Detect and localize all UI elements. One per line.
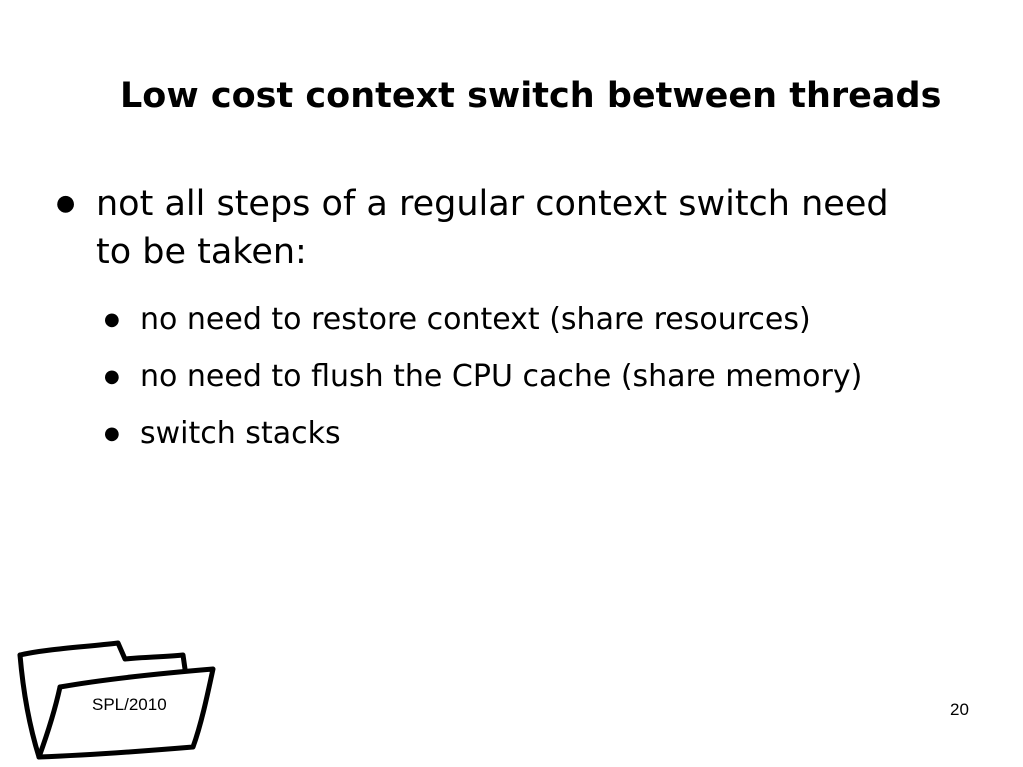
sub-bullet-text: no need to flush the CPU cache (share me… [140, 359, 863, 394]
bullet-dot: ● [56, 191, 76, 216]
sub-bullet-text: no need to restore context (share resour… [140, 302, 811, 337]
sub-bullet-item: ● no need to flush the CPU cache (share … [104, 357, 980, 397]
sub-bullet-item: ● switch stacks [104, 414, 980, 454]
bullet-dot: ● [104, 366, 120, 387]
bullet-dot: ● [104, 423, 120, 444]
sub-bullet-item: ● no need to restore context (share reso… [104, 300, 980, 340]
bullet-item: ● not all steps of a regular context swi… [56, 180, 916, 276]
slide-title: Low cost context switch between threads [120, 76, 942, 116]
bullet-text: not all steps of a regular context switc… [96, 184, 889, 272]
footer-label: SPL/2010 [92, 695, 167, 714]
bullet-dot: ● [104, 309, 120, 330]
folder-icon [17, 640, 216, 760]
page-number: 20 [950, 700, 969, 719]
sub-bullet-text: switch stacks [140, 416, 341, 451]
